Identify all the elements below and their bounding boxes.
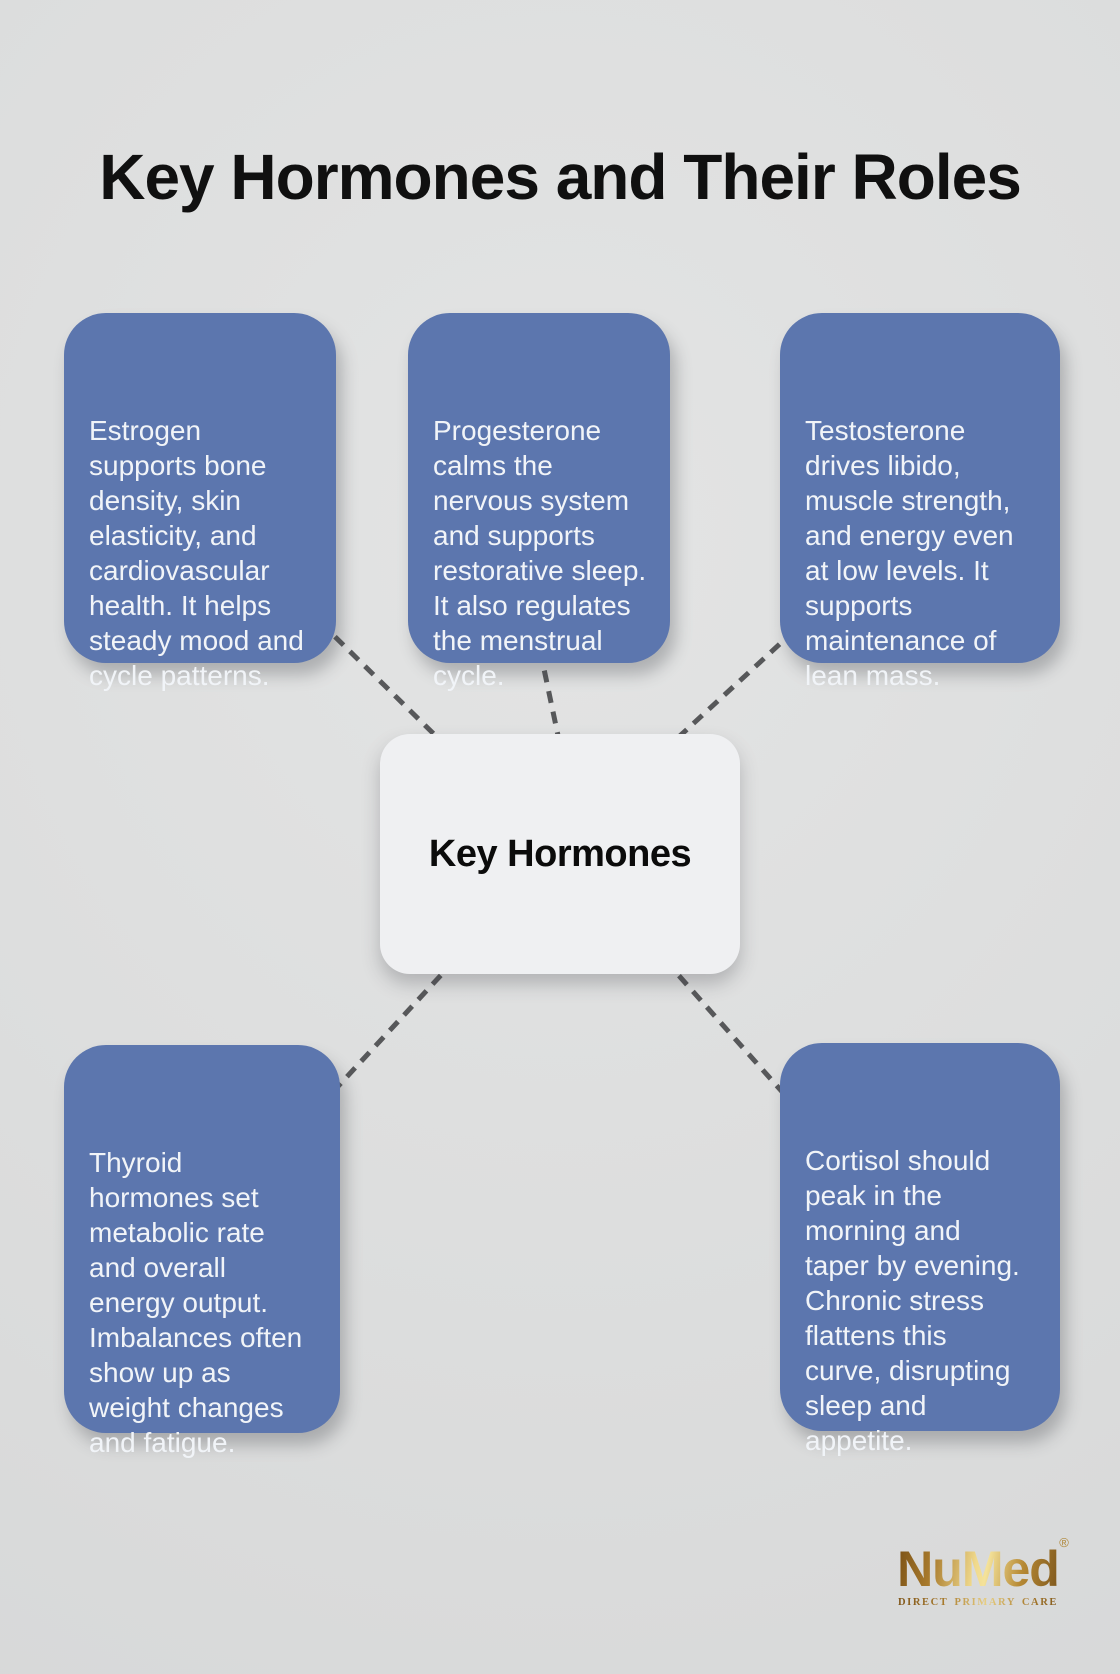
brand-logo: NuMed® DIRECT PRIMARY CARE (893, 1536, 1069, 1608)
brand-tagline: DIRECT PRIMARY CARE (893, 1597, 1063, 1608)
connector-center-thyroid (328, 958, 457, 1097)
center-node-label: Key Hormones (428, 832, 692, 875)
node-thyroid-text: Thyroid hormones set metabolic rate and … (89, 1147, 303, 1458)
connector-center-cortisol (663, 958, 787, 1097)
node-thyroid: Thyroid hormones set metabolic rate and … (64, 1045, 340, 1458)
brand-name: NuMed® (897, 1536, 1069, 1597)
connector-testosterone-center (668, 628, 797, 747)
node-testosterone: Testosterone drives libido, muscle stren… (780, 313, 1060, 691)
connector-estrogen-center (318, 620, 447, 747)
node-progesterone-text: Progesterone calms the nervous system an… (433, 415, 647, 691)
center-node: Key Hormones (380, 734, 740, 974)
node-cortisol: Cortisol should peak in the morning and … (780, 1043, 1060, 1456)
node-testosterone-text: Testosterone drives libido, muscle stren… (805, 415, 1014, 691)
node-estrogen: Estrogen supports bone density, skin ela… (64, 313, 336, 691)
registered-mark: ® (1059, 1535, 1069, 1550)
brand-name-text: NuMed (897, 1541, 1059, 1597)
connector-progesterone-center (537, 649, 563, 746)
node-progesterone: Progesterone calms the nervous system an… (408, 313, 670, 691)
page-title: Key Hormones and Their Roles (99, 140, 1022, 213)
node-estrogen-text: Estrogen supports bone density, skin ela… (89, 415, 304, 691)
node-cortisol-text: Cortisol should peak in the morning and … (805, 1145, 1020, 1456)
